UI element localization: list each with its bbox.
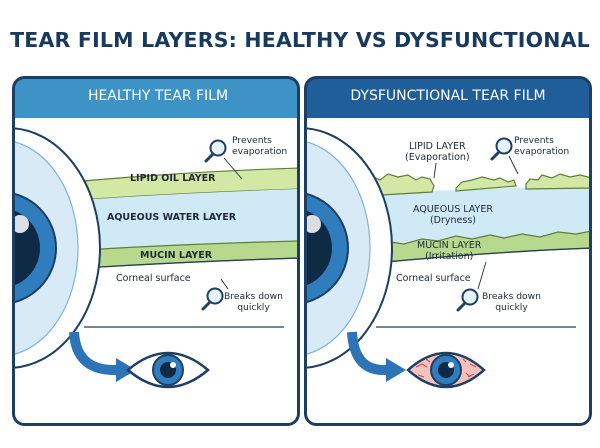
arrow-icon [347, 331, 406, 382]
note-line: quickly [495, 302, 528, 313]
note-breaks-down: Breaks down quickly [224, 291, 283, 313]
mucin-layer-label-group: MUCIN LAYER (Irritation) [417, 240, 481, 262]
lipid-layer-sub: (Evaporation) [405, 152, 470, 163]
note-line: Prevents [514, 135, 554, 146]
note-line: Prevents [232, 135, 272, 146]
corneal-surface-label: Corneal surface [116, 273, 191, 284]
dysfunctional-panel: DYSFUNCTIONAL TEAR FILM LIPID LAYER (Eva… [304, 76, 592, 426]
red-eye-icon [406, 351, 486, 389]
note-line: Breaks down [224, 291, 283, 302]
dysfunctional-heading: DYSFUNCTIONAL TEAR FILM [350, 88, 546, 104]
eyeball-cross-section-icon [305, 127, 393, 369]
healthy-panel: HEALTHY TEAR FILM Prevents evaporation L… [12, 76, 300, 426]
lipid-layer-label: LIPID OIL LAYER [130, 173, 216, 184]
mucin-layer-label: MUCIN LAYER [140, 250, 213, 261]
corneal-surface-label: Corneal surface [396, 273, 471, 284]
magnifier-icon [201, 287, 224, 311]
eye-icon [126, 351, 210, 389]
lipid-patch [455, 176, 517, 192]
mucin-layer-sub: (Irritation) [425, 251, 474, 262]
aqueous-layer-label: AQUEOUS LAYER [413, 204, 493, 215]
eyeball-cross-section-icon [13, 127, 101, 369]
healthy-heading: HEALTHY TEAR FILM [87, 88, 229, 104]
note-line: quickly [237, 302, 270, 313]
lipid-patch [525, 173, 591, 190]
dysfunctional-header-bar [305, 77, 591, 118]
lipid-layer-label-group: LIPID LAYER (Evaporation) [405, 141, 470, 163]
aqueous-layer-sub: (Dryness) [429, 215, 476, 226]
note-line: Breaks down [482, 291, 541, 302]
lipid-layer-label: LIPID LAYER [409, 141, 466, 152]
note-breaks-down: Breaks down quickly [482, 291, 541, 313]
aqueous-layer [344, 186, 591, 250]
magnifier-icon [204, 139, 227, 163]
note-line: evaporation [232, 146, 288, 157]
aqueous-layer-label: AQUEOUS WATER LAYER [107, 212, 237, 223]
aqueous-layer [52, 189, 299, 252]
arrow-icon [69, 331, 136, 382]
magnifier-icon [456, 288, 479, 312]
note-prevents-evaporation: Prevents evaporation [232, 135, 287, 157]
healthy-header-bar [13, 77, 299, 118]
note-prevents-evaporation: Prevents evaporation [514, 135, 569, 157]
magnifier-icon [490, 137, 513, 161]
mucin-layer-label: MUCIN LAYER [417, 240, 482, 251]
page-title: TEAR FILM LAYERS: HEALTHY VS DYSFUNCTION… [10, 28, 590, 52]
aqueous-layer-label-group: AQUEOUS LAYER (Dryness) [413, 204, 493, 226]
note-line: evaporation [514, 146, 570, 157]
